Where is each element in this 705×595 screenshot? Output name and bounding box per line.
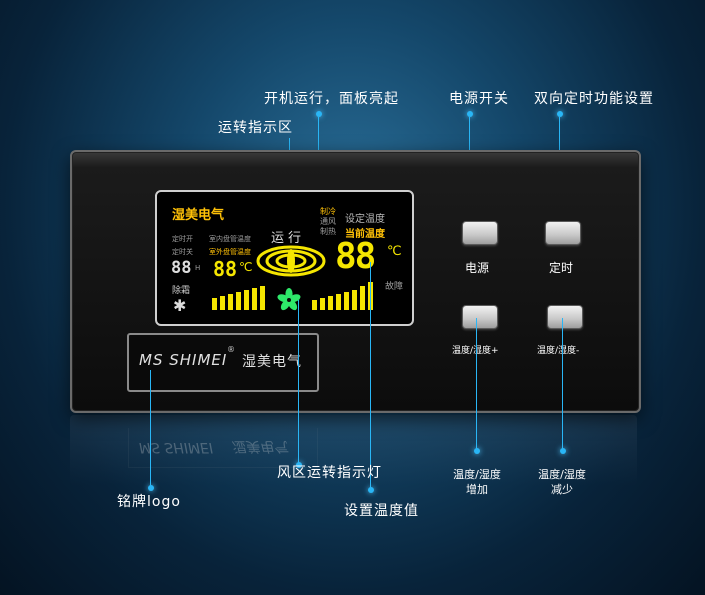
lcd-coil-celsius: ℃ [239, 260, 253, 274]
callout-power-on-panel-lit: 开机运行，面板亮起 [264, 91, 399, 107]
callout-dot [148, 485, 154, 491]
level-bar [260, 286, 265, 310]
increase-button-label: 温度/湿度+ [452, 343, 499, 356]
level-bar [212, 298, 217, 310]
level-bar [352, 290, 357, 310]
level-bar [220, 296, 225, 310]
lcd-hour-digits: 88 [171, 258, 192, 278]
logo-registered-mark: ® [227, 345, 235, 354]
fan-icon [277, 288, 301, 311]
lcd-level-bars-left [212, 286, 265, 310]
lcd-main-temp-digits: 88 [335, 236, 376, 277]
lcd-display: 湿美电气 定时开 定时关 室内盘管温度 室外盘管温度 88 H 除霜 ✱ 88 … [155, 190, 414, 326]
callout-increase-line2: 增加 [466, 483, 488, 496]
increase-button[interactable] [462, 305, 498, 329]
callout-power-switch: 电源开关 [449, 91, 509, 107]
level-bar [244, 290, 249, 310]
logo-mark: MS SHIMEI [139, 351, 228, 369]
timer-button[interactable] [545, 221, 581, 245]
level-bar [236, 292, 241, 310]
callout-line [476, 318, 477, 451]
level-bar [252, 288, 257, 310]
lcd-mode-vent: 通风 [320, 217, 336, 226]
callout-temp-humidity-decrease: 温度/湿度 减少 [535, 467, 589, 497]
callout-line [562, 318, 563, 451]
lcd-indoor-coil-temp: 室内盘管温度 [209, 235, 251, 243]
lcd-running-label: 运行 [271, 231, 306, 246]
callout-set-temperature-value: 设置温度值 [344, 503, 419, 519]
callout-temp-humidity-increase: 温度/湿度 增加 [450, 467, 504, 497]
lcd-current-temp: 当前温度 [345, 229, 385, 240]
callout-run-indicator-area: 运转指示区 [218, 120, 293, 136]
lcd-coil-temp-digits: 88 [213, 257, 238, 281]
callout-dot [560, 448, 566, 454]
power-button-label: 电源 [465, 261, 490, 275]
callout-fan-run-light: 风区运转指示灯 [277, 465, 382, 481]
level-bar [344, 292, 349, 310]
lcd-outdoor-coil-temp: 室外盘管温度 [209, 248, 251, 256]
callout-dual-timer-setting: 双向定时功能设置 [534, 91, 654, 107]
level-bar [312, 300, 317, 310]
callout-dot [557, 111, 563, 117]
lcd-set-temp: 设定温度 [345, 214, 385, 225]
callout-dot [296, 462, 302, 468]
lcd-mode-heat: 制热 [320, 227, 336, 236]
callout-decrease-line2: 减少 [551, 483, 573, 496]
nameplate-logo: MS SHIMEI ® 湿美电气 [127, 333, 319, 392]
logo-reflection-cn: 湿美电气 [231, 438, 288, 455]
power-button[interactable] [462, 221, 498, 245]
callout-dot [316, 111, 322, 117]
callout-dot [474, 448, 480, 454]
lcd-fault: 故障 [385, 282, 404, 292]
lcd-main-celsius: ℃ [387, 244, 402, 259]
lcd-brand: 湿美电气 [172, 208, 225, 223]
callout-decrease-line1: 温度/湿度 [538, 468, 586, 481]
lcd-timer-off: 定时关 [172, 248, 193, 256]
snowflake-icon: ✱ [173, 296, 187, 315]
callout-line [150, 370, 151, 488]
callout-nameplate-logo: 铭牌logo [117, 494, 181, 510]
run-indicator-rings-icon [256, 245, 326, 277]
lcd-mode-cool: 制冷 [320, 207, 336, 216]
level-bar [360, 286, 365, 310]
level-bar [228, 294, 233, 310]
level-bar [336, 294, 341, 310]
callout-line [370, 262, 371, 490]
panel-reflection [70, 415, 637, 485]
decrease-button-label: 温度/湿度- [537, 346, 580, 356]
callout-dot [368, 487, 374, 493]
level-bar [320, 298, 325, 310]
callout-increase-line1: 温度/湿度 [453, 468, 501, 481]
callout-dot [467, 111, 473, 117]
level-bar [328, 296, 333, 310]
lcd-hour-unit: H [195, 264, 201, 272]
decrease-button[interactable] [547, 305, 583, 329]
lcd-defrost: 除霜 [172, 286, 191, 296]
timer-button-label: 定时 [549, 261, 574, 275]
callout-line [298, 300, 299, 465]
logo-cn-name: 湿美电气 [242, 354, 302, 370]
lcd-timer-on: 定时开 [172, 235, 193, 243]
